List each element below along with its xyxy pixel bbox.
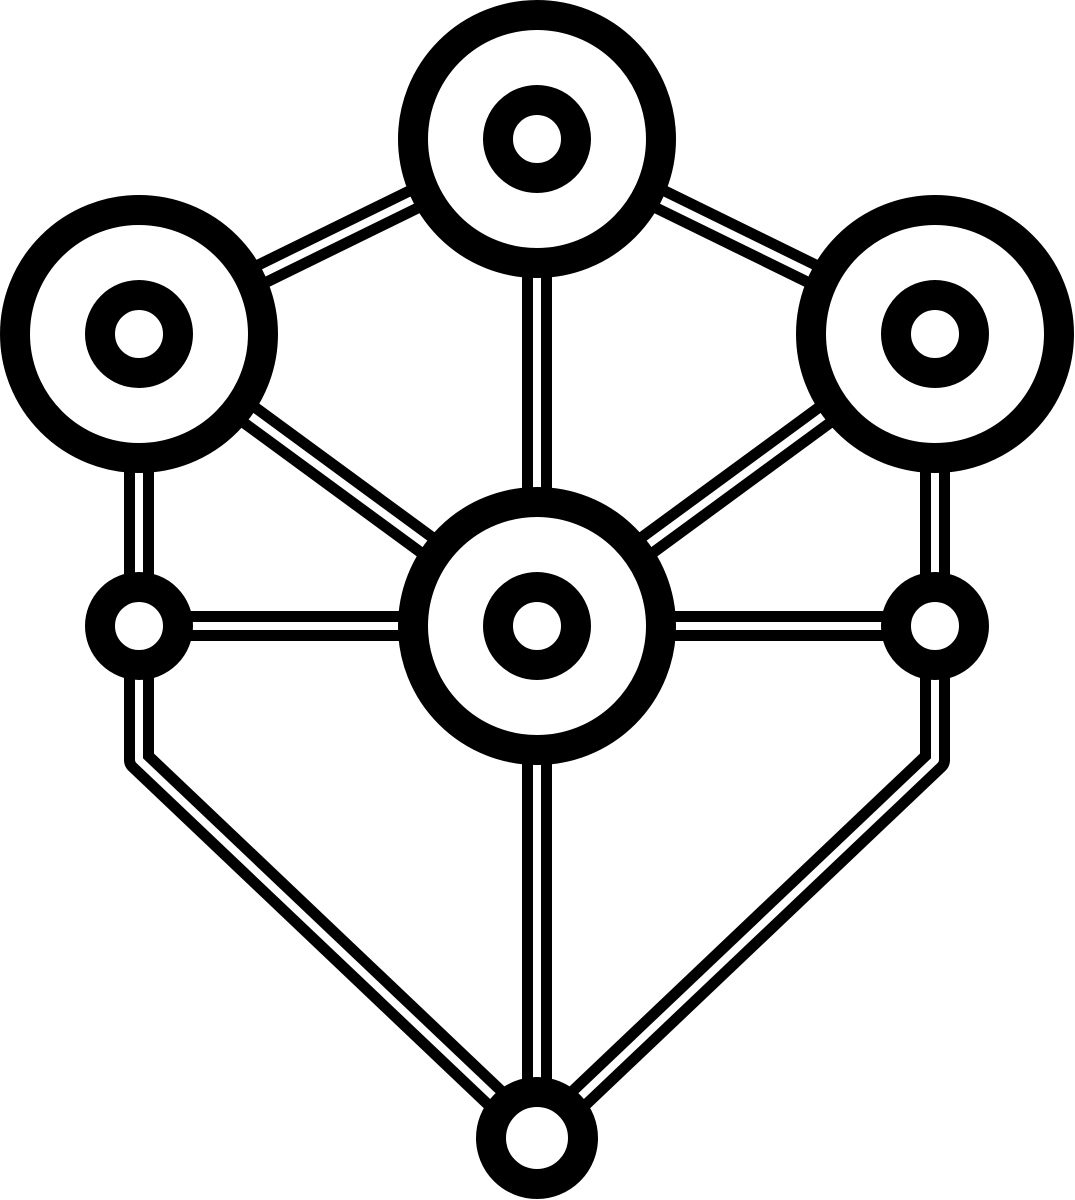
node-left-inner-ring xyxy=(85,280,193,388)
node-left-small xyxy=(85,572,193,680)
node-center-inner-ring xyxy=(483,572,591,680)
node-left xyxy=(0,195,278,473)
node-right-inner-ring xyxy=(881,280,989,388)
node-top xyxy=(398,0,676,278)
node-top-inner-ring xyxy=(483,85,591,193)
node-right-small xyxy=(881,572,989,680)
node-bottom xyxy=(476,1077,598,1199)
node-center xyxy=(398,487,676,765)
node-right xyxy=(796,195,1074,473)
